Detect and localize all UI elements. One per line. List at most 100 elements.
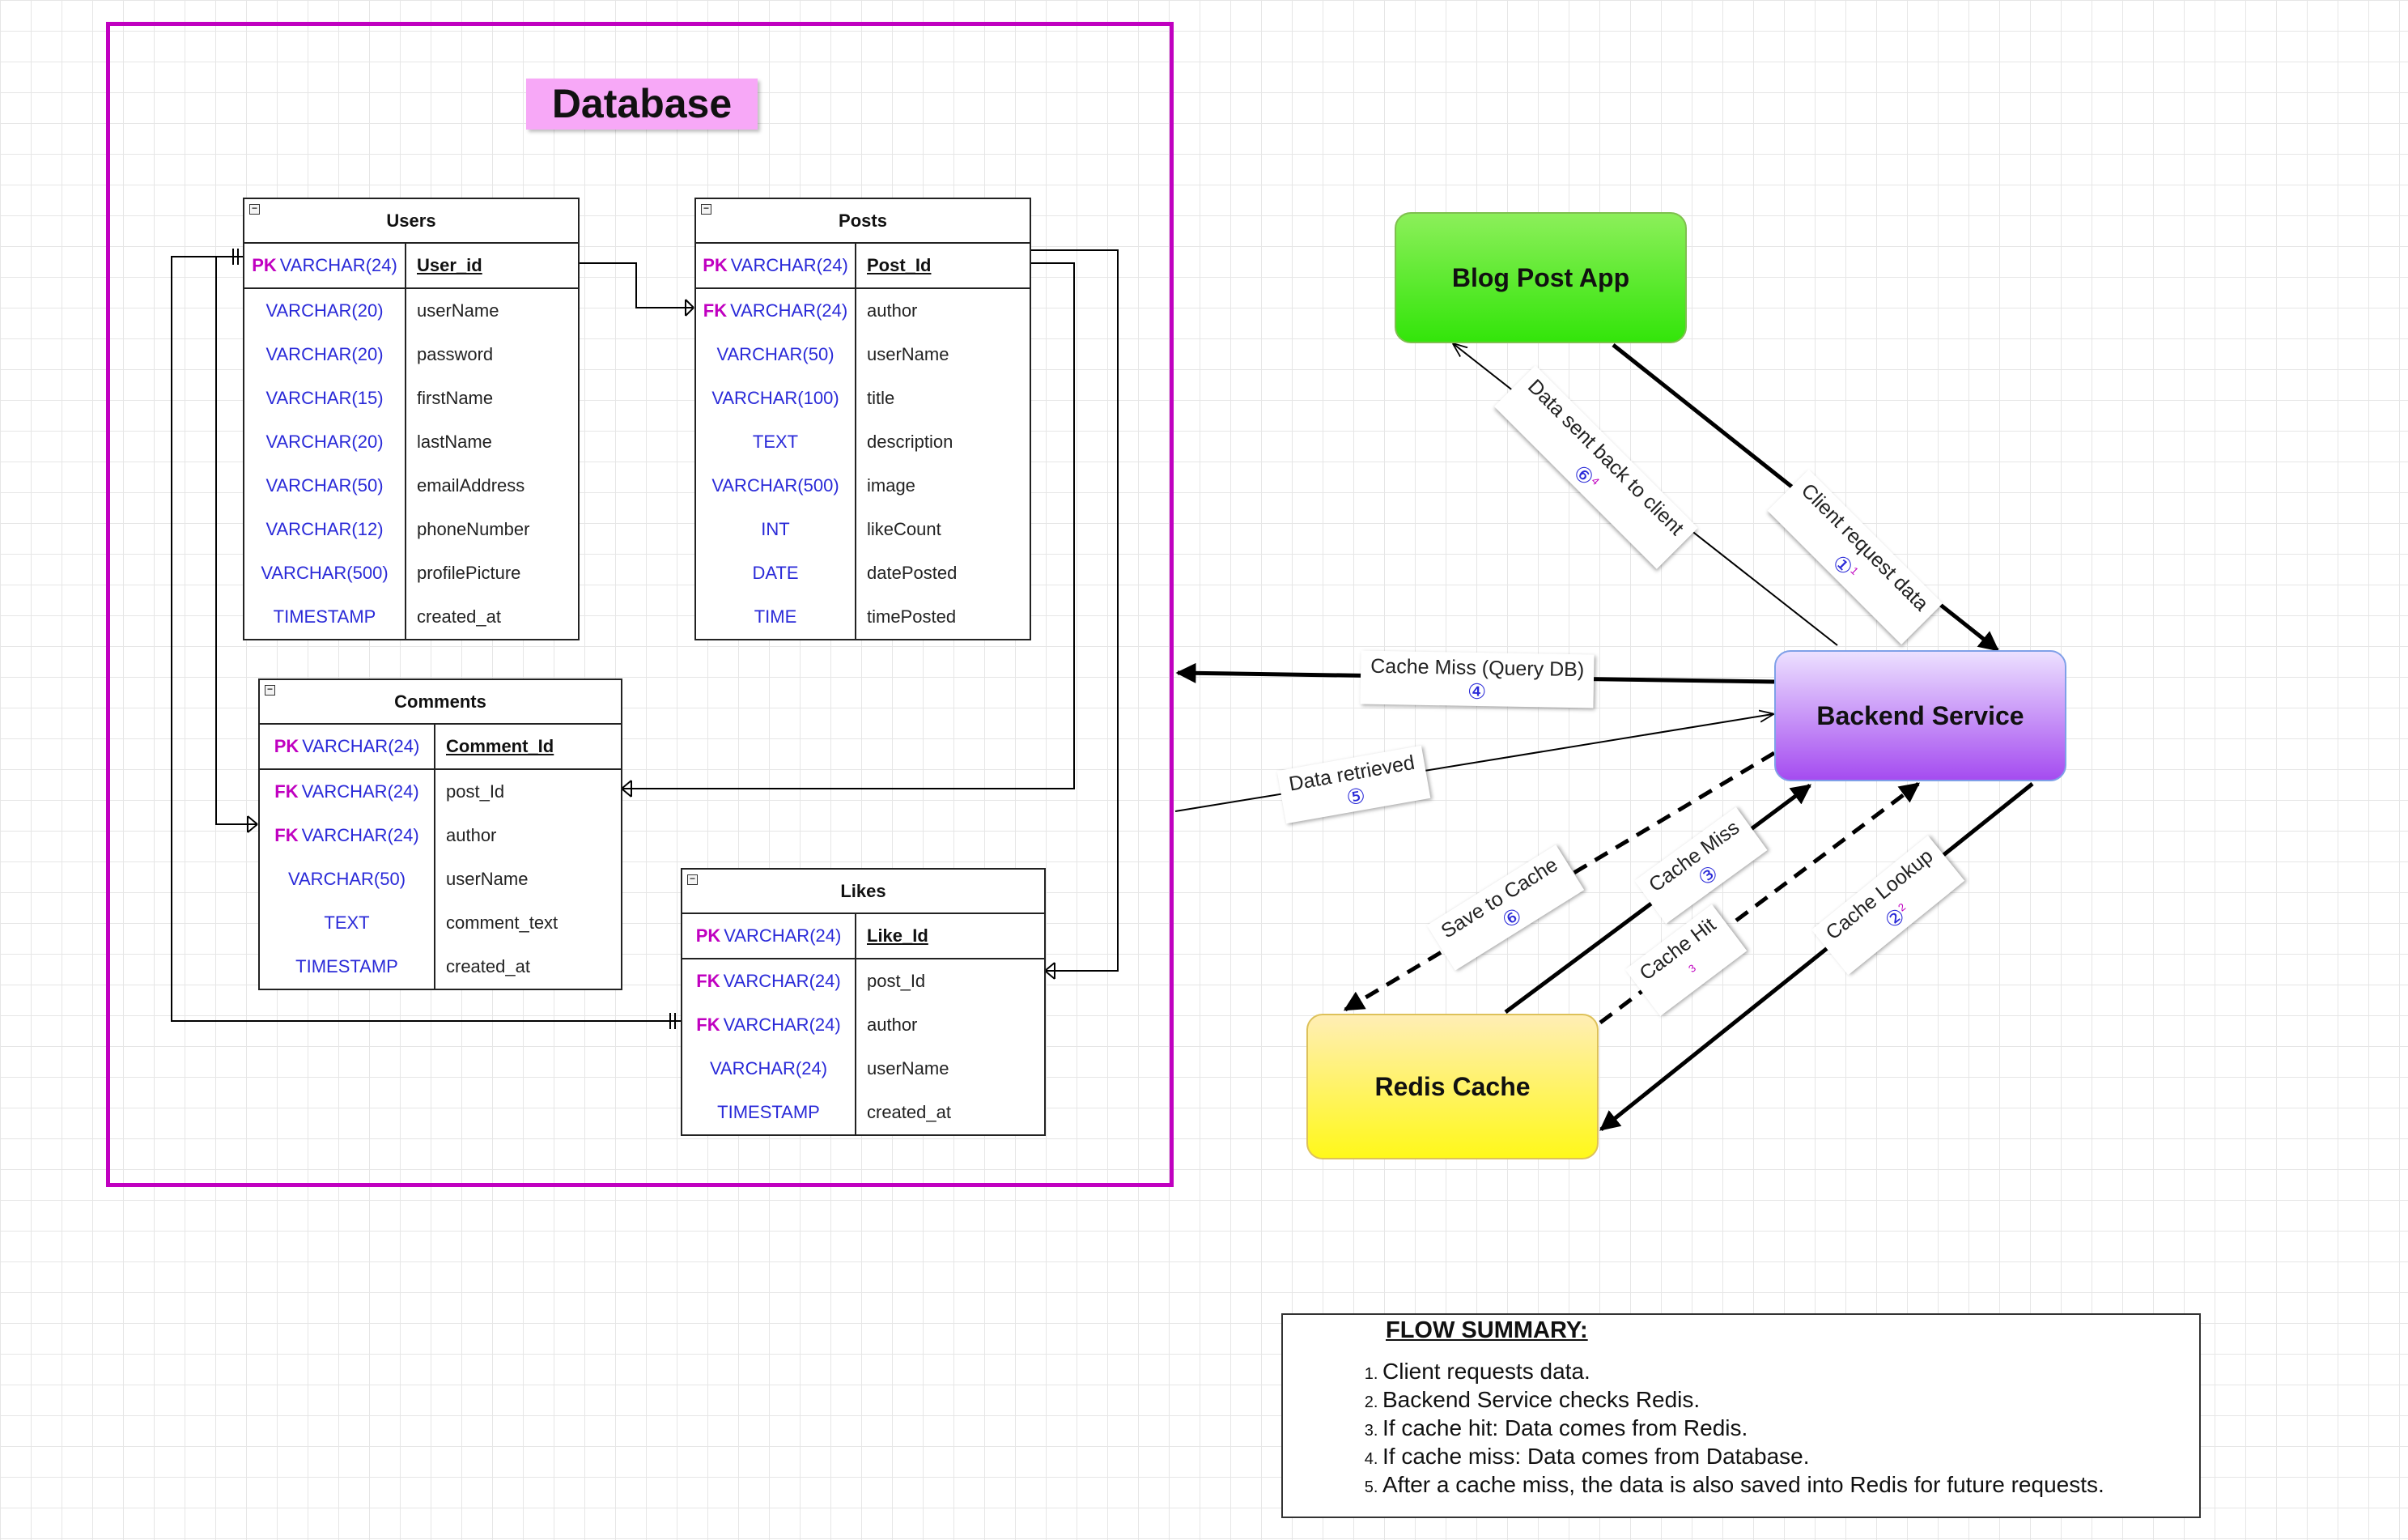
collapse-icon[interactable]: −	[265, 684, 275, 696]
crowfoot-posts-author	[685, 299, 694, 317]
posts-row-type: VARCHAR(24)	[730, 300, 848, 321]
relation-posts-likes	[1030, 249, 1119, 972]
users-row-field: created_at	[417, 606, 501, 627]
comments-row-field: created_at	[446, 956, 530, 976]
users-row-type: VARCHAR(24)	[279, 255, 397, 275]
redis-cache-label: Redis Cache	[1374, 1071, 1531, 1101]
comments-row-field: author	[446, 825, 497, 845]
posts-row-type: VARCHAR(100)	[711, 388, 839, 408]
posts-row-field: author	[867, 300, 918, 321]
users-row: VARCHAR(12)phoneNumber	[244, 508, 578, 551]
posts-row: TEXT description	[696, 420, 1030, 464]
posts-row-field: description	[867, 432, 953, 452]
users-row-field: User_id	[417, 255, 482, 275]
posts-row-field: userName	[867, 344, 949, 364]
posts-row: VARCHAR(500) image	[696, 464, 1030, 508]
crowfoot-likes-post	[1044, 962, 1055, 980]
comments-row-key: PK	[274, 736, 299, 756]
posts-row-type: TEXT	[752, 432, 799, 452]
users-row: VARCHAR(20) lastName	[244, 420, 578, 464]
likes-row-type: TIMESTAMP	[717, 1102, 820, 1122]
users-row: TIMESTAMP created_at	[244, 595, 578, 639]
collapse-icon[interactable]: −	[249, 203, 260, 215]
users-row-field: lastName	[417, 432, 492, 452]
flow-summary-item: If cache hit: Data comes from Redis.	[1382, 1414, 2104, 1442]
backend-service-label: Backend Service	[1816, 700, 2024, 730]
label-cache-hit-sup: 3	[1686, 961, 1698, 976]
posts-row-type: VARCHAR(24)	[730, 255, 848, 275]
posts-row-key: PK	[703, 255, 728, 275]
users-row-type: VARCHAR(500)	[261, 563, 389, 583]
users-row-type: VARCHAR(20)	[265, 300, 384, 321]
backend-service-node[interactable]: Backend Service	[1774, 650, 2066, 781]
posts-row-type: INT	[761, 519, 790, 539]
comments-row: TEXT comment_text	[260, 901, 621, 945]
users-table-title: Users	[386, 211, 436, 231]
users-row: VARCHAR(20)password	[244, 333, 578, 376]
flow-summary-box[interactable]: FLOW SUMMARY: Client requests data. Back…	[1281, 1313, 2201, 1518]
posts-row-field: timePosted	[867, 606, 957, 627]
users-row-type: VARCHAR(20)	[265, 344, 384, 364]
comments-row-type: TEXT	[324, 913, 370, 933]
posts-row-field: title	[867, 388, 895, 408]
relation-users-posts	[578, 262, 694, 308]
users-row-type: TIMESTAMP	[273, 606, 376, 627]
users-row: VARCHAR(20)userName	[244, 289, 578, 333]
blog-post-app-node[interactable]: Blog Post App	[1395, 212, 1687, 343]
users-row-field: profilePicture	[417, 563, 521, 583]
comments-row-key: FK	[274, 781, 299, 802]
users-row: VARCHAR(15)firstName	[244, 376, 578, 420]
posts-row: INT likeCount	[696, 508, 1030, 551]
label-cache-miss-query-num: ④	[1467, 679, 1487, 704]
crowfoot-comments-post	[621, 780, 632, 798]
comments-row: VARCHAR(50)userName	[260, 857, 621, 901]
comments-row-field: comment_text	[446, 913, 558, 933]
users-row-type: VARCHAR(20)	[265, 432, 384, 452]
flow-summary-item: Backend Service checks Redis.	[1382, 1385, 2104, 1414]
likes-row-field: Like_Id	[867, 925, 928, 946]
posts-row-field: image	[867, 475, 915, 496]
edge-data-retrieved	[1174, 714, 1773, 812]
comments-table-title: Comments	[394, 691, 486, 712]
likes-row-type: VARCHAR(24)	[724, 925, 842, 946]
edge-cache-hit	[1599, 782, 1920, 1024]
posts-row-field: likeCount	[867, 519, 941, 539]
relation-posts-comments	[622, 262, 1075, 789]
comments-row-type: VARCHAR(24)	[301, 781, 419, 802]
database-title: Database	[526, 79, 758, 130]
posts-row: TIME timePosted	[696, 595, 1030, 639]
likes-row-key: FK	[696, 1015, 720, 1035]
collapse-icon[interactable]: −	[687, 874, 698, 885]
likes-row-type: VARCHAR(24)	[723, 971, 841, 991]
likes-row-field: userName	[867, 1058, 949, 1078]
comments-row-field: userName	[446, 869, 529, 889]
label-cache-miss-query[interactable]: Cache Miss (Query DB) ④	[1360, 650, 1595, 708]
redis-cache-node[interactable]: Redis Cache	[1306, 1014, 1599, 1159]
users-row-key: PK	[252, 255, 277, 275]
label-cache-miss-query-text: Cache Miss (Query DB)	[1370, 654, 1585, 682]
flow-summary-item: Client requests data.	[1382, 1357, 2104, 1385]
posts-row-type: TIME	[754, 606, 797, 627]
posts-row-type: VARCHAR(500)	[711, 475, 839, 496]
posts-row: VARCHAR(50)userName	[696, 333, 1030, 376]
flow-summary-item: After a cache miss, the data is also sav…	[1382, 1470, 2104, 1499]
collapse-icon[interactable]: −	[701, 203, 711, 215]
users-row-field: firstName	[417, 388, 494, 408]
posts-row: VARCHAR(100) title	[696, 376, 1030, 420]
comments-table-header: − Comments	[260, 680, 621, 725]
likes-row-type: VARCHAR(24)	[709, 1058, 828, 1078]
comments-row-field: Comment_Id	[446, 736, 554, 756]
